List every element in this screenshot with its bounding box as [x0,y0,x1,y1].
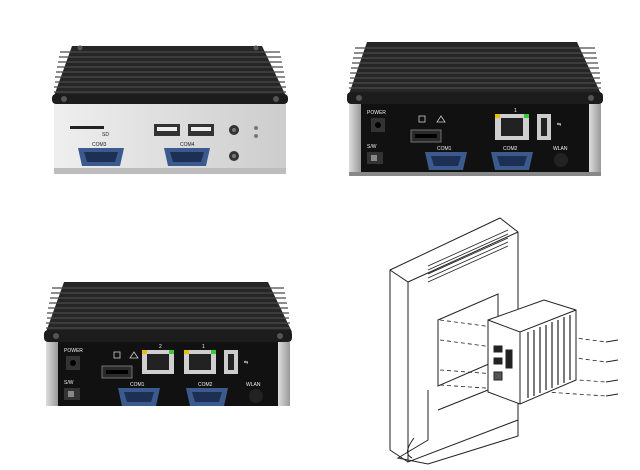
com1-label: COM1 [130,382,145,388]
sd-label: SD [102,132,109,138]
power-label: POWER [64,348,83,354]
photo-rear-dual-lan: POWER S/W 2 1 ⇆ COM1 COM2 WLAN [42,280,294,412]
com2-label: COM2 [503,146,518,152]
switch-label: S/W [64,380,74,386]
usb-symbol-icon: ⇆ [557,122,561,128]
screw-icon [588,95,594,101]
screw-icon [61,96,67,102]
screw-icon [77,45,83,51]
sd-slot [70,126,104,129]
antenna-port-icon [554,153,568,167]
antenna-port-icon [249,389,263,403]
display-icon [418,115,426,123]
com4-label: COM4 [180,142,195,148]
warning-icon [436,115,446,123]
display-icon [113,351,121,359]
led-icon [254,126,258,130]
screw-icon [253,45,259,51]
photo-front-view: SD COM3 COM4 [50,38,290,178]
heatsink-top [46,282,292,332]
screw-icon [273,96,279,102]
usb-symbol-icon: ⇆ [244,360,248,366]
lan-label: 1 [514,108,517,114]
led-icon [254,134,258,138]
switch-label: S/W [367,144,377,150]
screw-icon [277,333,283,339]
com3-label: COM3 [92,142,107,148]
wlan-label: WLAN [553,146,568,152]
photo-rear-single-lan: POWER S/W 1 ⇆ COM1 COM2 WLAN [345,38,605,180]
lan1-label: 1 [202,344,205,350]
warning-icon [129,351,139,359]
wlan-label: WLAN [246,382,261,388]
lan2-label: 2 [159,344,162,350]
heatsink-top [54,46,286,96]
com2-label: COM2 [198,382,213,388]
screw-icon [53,333,59,339]
screw-icon [605,339,619,397]
power-label: POWER [367,110,386,116]
vesa-mount-drawing [368,210,630,468]
mini-pc-drawing [487,299,577,405]
com1-label: COM1 [437,146,452,152]
screw-icon [356,95,362,101]
